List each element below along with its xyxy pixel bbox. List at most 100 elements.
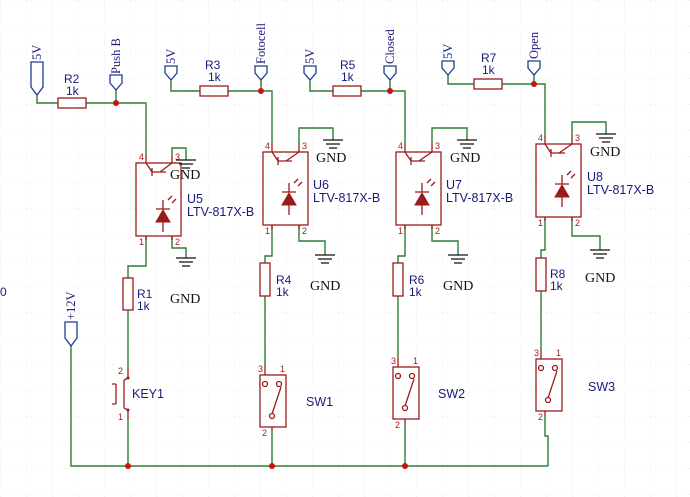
sw1-label: SW1 (306, 395, 333, 409)
r6-value: 1k (409, 285, 423, 299)
junction-fotocell (258, 88, 264, 94)
resistor-r3: R3 1k (199, 58, 229, 97)
resistor-r8: R8 1k (535, 257, 566, 293)
svg-text:4: 4 (139, 152, 144, 162)
u7-ref: U7 (446, 178, 462, 192)
resistor-r2: R2 1k (57, 72, 87, 109)
svg-text:3: 3 (391, 356, 396, 366)
u8-ref: U8 (587, 170, 603, 184)
resistor-r4: R4 1k (259, 262, 292, 299)
port-5v-3-label: 5V (303, 49, 317, 64)
port-open: Open (527, 31, 541, 76)
switch-sw1: 3 1 2 SW1 (258, 364, 333, 438)
ground-u5-pin2: GND (170, 257, 200, 307)
svg-text:1: 1 (265, 226, 270, 236)
port-fotocell-label: Fotocell (254, 23, 268, 64)
junction-bus-key1 (125, 463, 131, 469)
svg-text:2: 2 (302, 226, 307, 236)
resistor-r1: R1 1k (122, 277, 153, 313)
svg-text:1: 1 (118, 412, 123, 422)
svg-text:2: 2 (175, 237, 180, 247)
resistor-r6: R6 1k (392, 262, 425, 299)
svg-text:3: 3 (258, 364, 263, 374)
junction-bus-sw1 (269, 463, 275, 469)
junction-push-b (113, 100, 119, 106)
svg-text:GND: GND (316, 151, 346, 166)
port-5v-2-label: 5V (164, 49, 178, 64)
svg-text:2: 2 (395, 420, 400, 430)
junction-closed (387, 88, 393, 94)
r7-value: 1k (482, 63, 496, 77)
svg-text:2: 2 (262, 428, 267, 438)
svg-text:GND: GND (590, 145, 620, 160)
svg-text:4: 4 (265, 141, 270, 151)
r5-ref: R5 (340, 58, 356, 72)
switch-sw3: 3 1 2 SW3 (534, 348, 615, 422)
svg-text:GND: GND (170, 168, 200, 183)
svg-text:GND: GND (170, 292, 200, 307)
port-closed: Closed (383, 29, 397, 81)
svg-text:1: 1 (398, 226, 403, 236)
r3-value: 1k (208, 70, 222, 84)
port-5v-4: 5V (441, 44, 455, 76)
svg-text:3: 3 (435, 141, 440, 151)
u5-ref: U5 (187, 192, 203, 206)
svg-text:4: 4 (538, 133, 543, 143)
port-fotocell: Fotocell (254, 23, 268, 81)
port-open-label: Open (527, 31, 541, 59)
resistor-r5: R5 1k (332, 58, 362, 97)
r4-ref: R4 (276, 273, 292, 287)
svg-text:1: 1 (139, 237, 144, 247)
ground-u8-collector: GND (590, 133, 620, 160)
port-5v-2: 5V (164, 49, 178, 81)
r6-ref: R6 (409, 273, 425, 287)
svg-text:1: 1 (538, 218, 543, 228)
optocoupler-u8: 4 3 1 2 U8 LTV-817X-B (535, 133, 654, 228)
switch-sw2: 3 1 2 SW2 (391, 356, 465, 430)
resistor-r7: R7 1k (473, 51, 503, 90)
svg-text:1: 1 (280, 364, 285, 374)
pushbutton-key1: 2 1 KEY1 (112, 366, 164, 422)
r2-ref: R2 (64, 72, 80, 86)
svg-text:3: 3 (575, 133, 580, 143)
svg-text:2: 2 (118, 366, 123, 376)
ground-u7-collector: GND (450, 139, 480, 166)
svg-text:2: 2 (538, 412, 543, 422)
sw2-label: SW2 (438, 387, 465, 401)
ground-u6-pin2: GND (310, 254, 340, 294)
port-5v-3: 5V (303, 49, 317, 81)
svg-text:GND: GND (450, 151, 480, 166)
port-12v-label: +12V (64, 291, 78, 320)
r8-value: 1k (550, 279, 564, 293)
r5-value: 1k (341, 70, 355, 84)
port-5v-1: 5V (30, 45, 44, 97)
svg-text:4: 4 (398, 141, 403, 151)
svg-text:1: 1 (413, 356, 418, 366)
junction-bus-sw2 (402, 463, 408, 469)
ground-u5-collector: GND (170, 159, 200, 183)
port-12v: +12V (64, 291, 78, 348)
u7-part: LTV-817X-B (446, 191, 513, 205)
svg-text:2: 2 (435, 226, 440, 236)
edge-text: 0 (0, 285, 7, 299)
svg-text:GND: GND (310, 279, 340, 294)
junctions (113, 81, 537, 469)
r8-ref: R8 (550, 267, 566, 281)
svg-text:3: 3 (302, 141, 307, 151)
r2-value: 1k (66, 84, 80, 98)
ground-u6-collector: GND (316, 139, 346, 166)
r7-ref: R7 (481, 51, 497, 65)
svg-text:GND: GND (443, 279, 473, 294)
r1-ref: R1 (137, 287, 153, 301)
key1-label: KEY1 (132, 387, 164, 401)
svg-text:1: 1 (556, 348, 561, 358)
sw3-label: SW3 (588, 380, 615, 394)
port-push-b-label: Push B (109, 38, 123, 74)
r1-value: 1k (137, 299, 151, 313)
u6-part: LTV-817X-B (313, 191, 380, 205)
r4-value: 1k (276, 285, 290, 299)
wires (36, 75, 607, 467)
u6-ref: U6 (313, 178, 329, 192)
